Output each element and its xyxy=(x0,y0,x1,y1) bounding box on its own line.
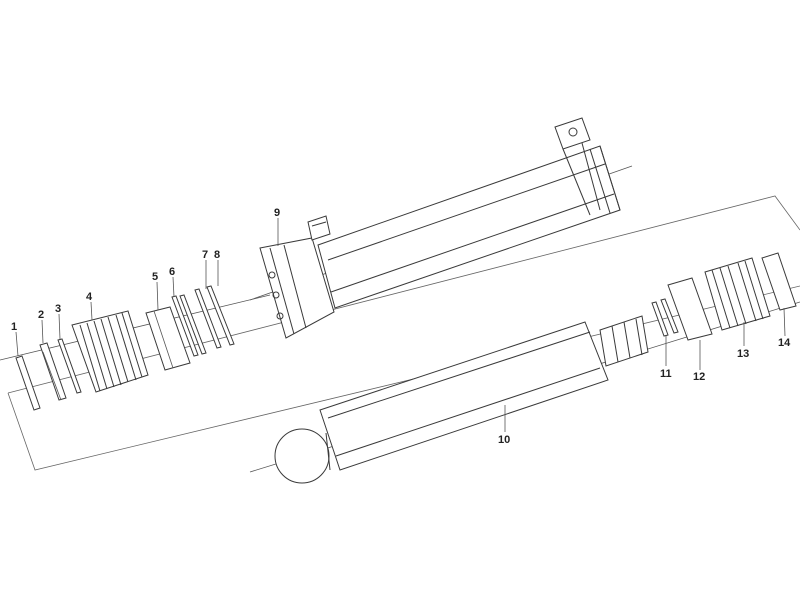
label-4: 4 xyxy=(86,291,93,303)
part-9-cylinder-barrel xyxy=(259,117,621,339)
label-14: 14 xyxy=(778,337,791,349)
label-5: 5 xyxy=(152,271,158,283)
part-11-rings xyxy=(651,298,679,337)
label-11: 11 xyxy=(660,368,672,380)
label-2: 2 xyxy=(38,309,44,321)
part-5-bushing xyxy=(145,306,191,371)
part-1-wiper-ring xyxy=(15,355,41,411)
part-6-rings xyxy=(171,294,207,357)
part-12-piston-ring xyxy=(667,277,713,341)
part-labels: 1 2 3 4 5 6 7 8 9 10 11 12 13 14 xyxy=(11,207,791,446)
label-1: 1 xyxy=(11,321,17,333)
label-3: 3 xyxy=(55,303,61,315)
leader-lines xyxy=(15,218,786,432)
label-10: 10 xyxy=(498,434,510,446)
part-3-ring xyxy=(57,338,82,394)
part-2-seal xyxy=(39,342,67,401)
label-9: 9 xyxy=(274,207,280,219)
label-8: 8 xyxy=(214,249,220,261)
part-8-ring xyxy=(206,285,235,346)
label-6: 6 xyxy=(169,266,175,278)
label-12: 12 xyxy=(693,371,705,383)
part-10-piston-rod xyxy=(274,315,649,484)
part-4-guide-sleeve xyxy=(71,310,149,393)
label-13: 13 xyxy=(737,348,749,360)
part-14-end-seal xyxy=(761,252,797,311)
part-13-piston xyxy=(704,257,771,331)
part-7-ring xyxy=(194,288,222,349)
label-7: 7 xyxy=(202,249,208,261)
